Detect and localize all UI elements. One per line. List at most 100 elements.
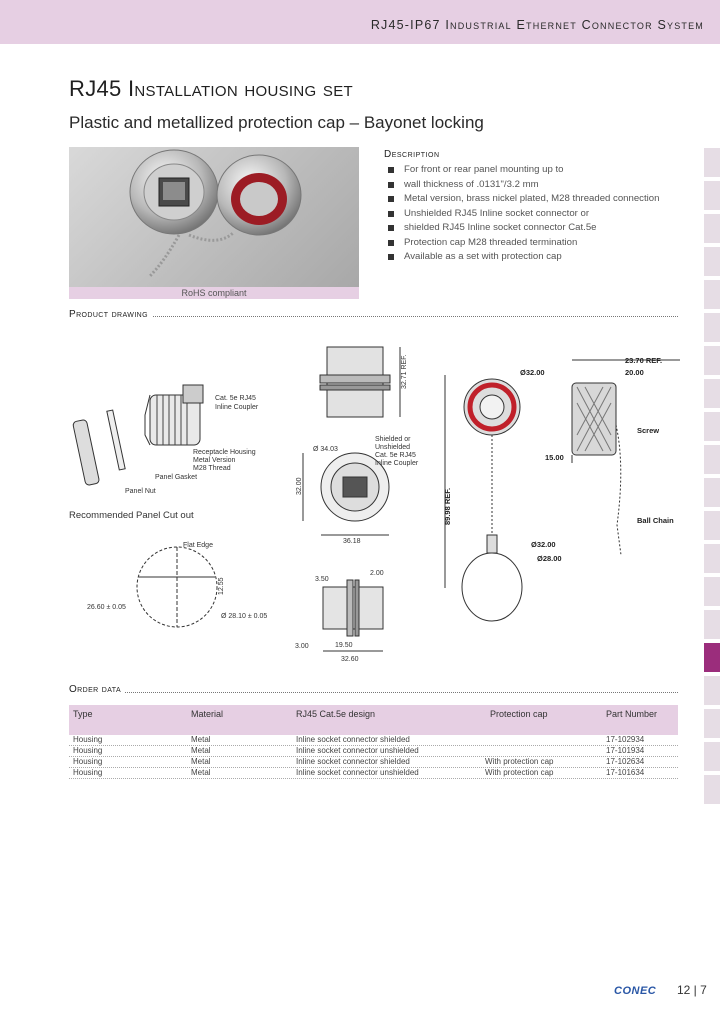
cell-protection-cap: With protection cap: [485, 757, 554, 766]
chapter-tab[interactable]: [704, 148, 720, 177]
header-bar: RJ45-IP67 Industrial Ethernet Connector …: [0, 0, 720, 47]
cell-design: Inline socket connector unshielded: [296, 746, 419, 755]
cell-part-number: 17-101934: [606, 746, 645, 755]
label-dim-2000: 20.00: [625, 368, 644, 377]
chapter-tabs: [704, 148, 720, 808]
column-header: Material: [191, 709, 224, 719]
label-panel-gasket: Panel Gasket: [155, 474, 197, 481]
chapter-tab[interactable]: [704, 346, 720, 375]
label-dim-1255: 12.55: [218, 577, 225, 595]
header-rule: [0, 44, 720, 47]
product-photo: [69, 147, 359, 287]
label-dim-8998: 89.98 REF.: [443, 488, 452, 525]
cell-protection-cap: With protection cap: [485, 768, 554, 777]
chapter-tab[interactable]: [704, 313, 720, 342]
description-item: Protection cap M28 threaded termination: [388, 236, 678, 251]
description-item: Unshielded RJ45 Inline socket connector …: [388, 207, 678, 222]
column-header: Part Number: [606, 709, 658, 719]
panel-cutout-title: Recommended Panel Cut out: [69, 510, 194, 521]
chapter-tab[interactable]: [704, 478, 720, 507]
cell-material: Metal: [191, 768, 211, 777]
table-row: Housing Metal Inline socket connector un…: [69, 746, 678, 757]
header-title: RJ45-IP67 Industrial Ethernet Connector …: [370, 18, 704, 32]
description-list: For front or rear panel mounting up to w…: [388, 163, 678, 265]
cell-material: Metal: [191, 757, 211, 766]
column-header: RJ45 Cat.5e design: [296, 709, 376, 719]
label-dim-d3200b: Ø32.00: [531, 540, 556, 549]
page-title: RJ45 Installation housing set: [69, 76, 353, 101]
label-unshielded: Unshielded: [375, 444, 410, 451]
brand-logo: CONEC: [614, 985, 657, 997]
chapter-tab[interactable]: [704, 577, 720, 606]
cell-type: Housing: [73, 757, 103, 766]
cell-type: Housing: [73, 768, 103, 777]
product-photo-illustration: [129, 149, 302, 279]
label-dim-3200v: 32.00: [296, 477, 303, 495]
cell-design: Inline socket connector shielded: [296, 735, 410, 744]
label-dim-350: 3.50: [315, 576, 329, 583]
column-header: Protection cap: [490, 709, 548, 719]
chapter-tab[interactable]: [704, 775, 720, 804]
chapter-tab[interactable]: [704, 214, 720, 243]
order-data-rule: [69, 692, 678, 693]
label-dim-3618: 36.18: [343, 538, 361, 545]
product-drawing-rule: [69, 316, 678, 317]
chapter-tab[interactable]: [704, 181, 720, 210]
label-receptacle: Receptacle Housing: [193, 449, 256, 456]
chapter-tab[interactable]: [704, 610, 720, 639]
label-dim-2370: 23.70 REF.: [625, 356, 662, 365]
label-shielded: Shielded or: [375, 436, 411, 443]
description-heading: Description: [384, 149, 440, 160]
label-dim-200: 2.00: [370, 570, 384, 577]
label-cat5e-2: Cat. 5e RJ45: [375, 452, 416, 459]
cell-part-number: 17-101634: [606, 768, 645, 777]
chapter-tab[interactable]: [704, 445, 720, 474]
product-drawing-heading: Product drawing: [69, 309, 152, 320]
cell-part-number: 17-102634: [606, 757, 645, 766]
label-metal-version: Metal Version: [193, 457, 236, 464]
label-dim-d3403: Ø 34.03: [313, 446, 338, 453]
cell-part-number: 17-102934: [606, 735, 645, 744]
chapter-tab[interactable]: [704, 379, 720, 408]
chapter-tab-active[interactable]: [704, 643, 720, 672]
chapter-tab[interactable]: [704, 544, 720, 573]
label-flat-edge: Flat Edge: [183, 542, 213, 549]
rohs-caption: RoHS compliant: [69, 287, 359, 299]
chapter-tab[interactable]: [704, 412, 720, 441]
chapter-tab[interactable]: [704, 676, 720, 705]
product-drawing: Cat. 5e RJ45 Inline Coupler Receptacle H…: [65, 325, 685, 675]
label-cat5e: Cat. 5e RJ45: [215, 395, 256, 402]
cell-type: Housing: [73, 735, 103, 744]
column-header: Type: [73, 709, 93, 719]
page-number: 12 | 7: [677, 983, 707, 997]
order-table-header: Type Material RJ45 Cat.5e design Protect…: [69, 705, 678, 735]
label-dim-3260: 32.60: [341, 656, 359, 663]
chapter-tab[interactable]: [704, 511, 720, 540]
description-item: Metal version, brass nickel plated, M28 …: [388, 192, 678, 207]
cell-design: Inline socket connector unshielded: [296, 768, 419, 777]
label-panel-nut: Panel Nut: [125, 488, 156, 495]
label-inline-coupler: Inline Coupler: [215, 404, 259, 411]
label-dim-3271: 32.71 REF.: [401, 354, 408, 389]
table-row: Housing Metal Inline socket connector sh…: [69, 757, 678, 768]
label-m28: M28 Thread: [193, 465, 231, 472]
label-dim-1500: 15.00: [545, 453, 564, 462]
description-item: For front or rear panel mounting up to: [388, 163, 678, 178]
chapter-tab[interactable]: [704, 742, 720, 771]
label-dim-1950: 19.50: [335, 642, 353, 649]
chapter-tab[interactable]: [704, 709, 720, 738]
table-row: Housing Metal Inline socket connector sh…: [69, 735, 678, 746]
label-dim-2660: 26.60 ± 0.05: [87, 604, 126, 611]
cell-type: Housing: [73, 746, 103, 755]
label-dim-d2810: Ø 28.10 ± 0.05: [221, 613, 267, 620]
description-item: shielded RJ45 Inline socket connector Ca…: [388, 221, 678, 236]
label-inline-coupler-2: Inline Coupler: [375, 460, 419, 467]
chapter-tab[interactable]: [704, 280, 720, 309]
table-row: Housing Metal Inline socket connector un…: [69, 768, 678, 779]
label-ball-chain: Ball Chain: [637, 516, 674, 525]
description-item: wall thickness of .0131"/3.2 mm: [388, 178, 678, 193]
cell-material: Metal: [191, 746, 211, 755]
page-subtitle: Plastic and metallized protection cap – …: [69, 113, 484, 132]
chapter-tab[interactable]: [704, 247, 720, 276]
technical-drawing: Cat. 5e RJ45 Inline Coupler Receptacle H…: [72, 346, 680, 663]
